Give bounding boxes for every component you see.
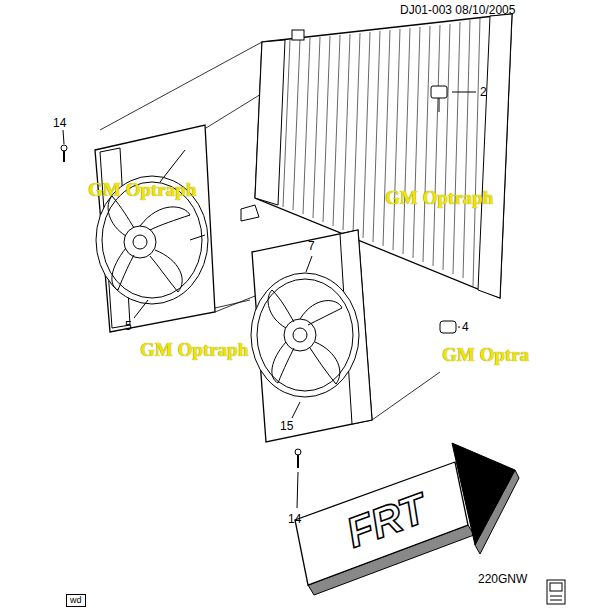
callout-number: 7 bbox=[308, 240, 315, 252]
stamp-label: wd bbox=[66, 594, 86, 607]
callout-number: 5 bbox=[125, 320, 132, 332]
callout-number: 14 bbox=[53, 117, 66, 129]
callout-number: 4 bbox=[462, 321, 469, 333]
callout-number: 2 bbox=[480, 86, 487, 98]
watermark: GM Optraph bbox=[140, 340, 248, 359]
watermark: GM Optraph bbox=[385, 188, 493, 207]
callout-number: 14 bbox=[288, 513, 301, 525]
watermark: GM Optraph bbox=[88, 180, 196, 199]
watermark: GM Optra bbox=[442, 345, 529, 364]
drawing-reference: DJ01-003 08/10/2005 bbox=[400, 4, 515, 16]
callout-number: 15 bbox=[280, 420, 293, 432]
drawing-code: 220GNW bbox=[478, 573, 527, 585]
